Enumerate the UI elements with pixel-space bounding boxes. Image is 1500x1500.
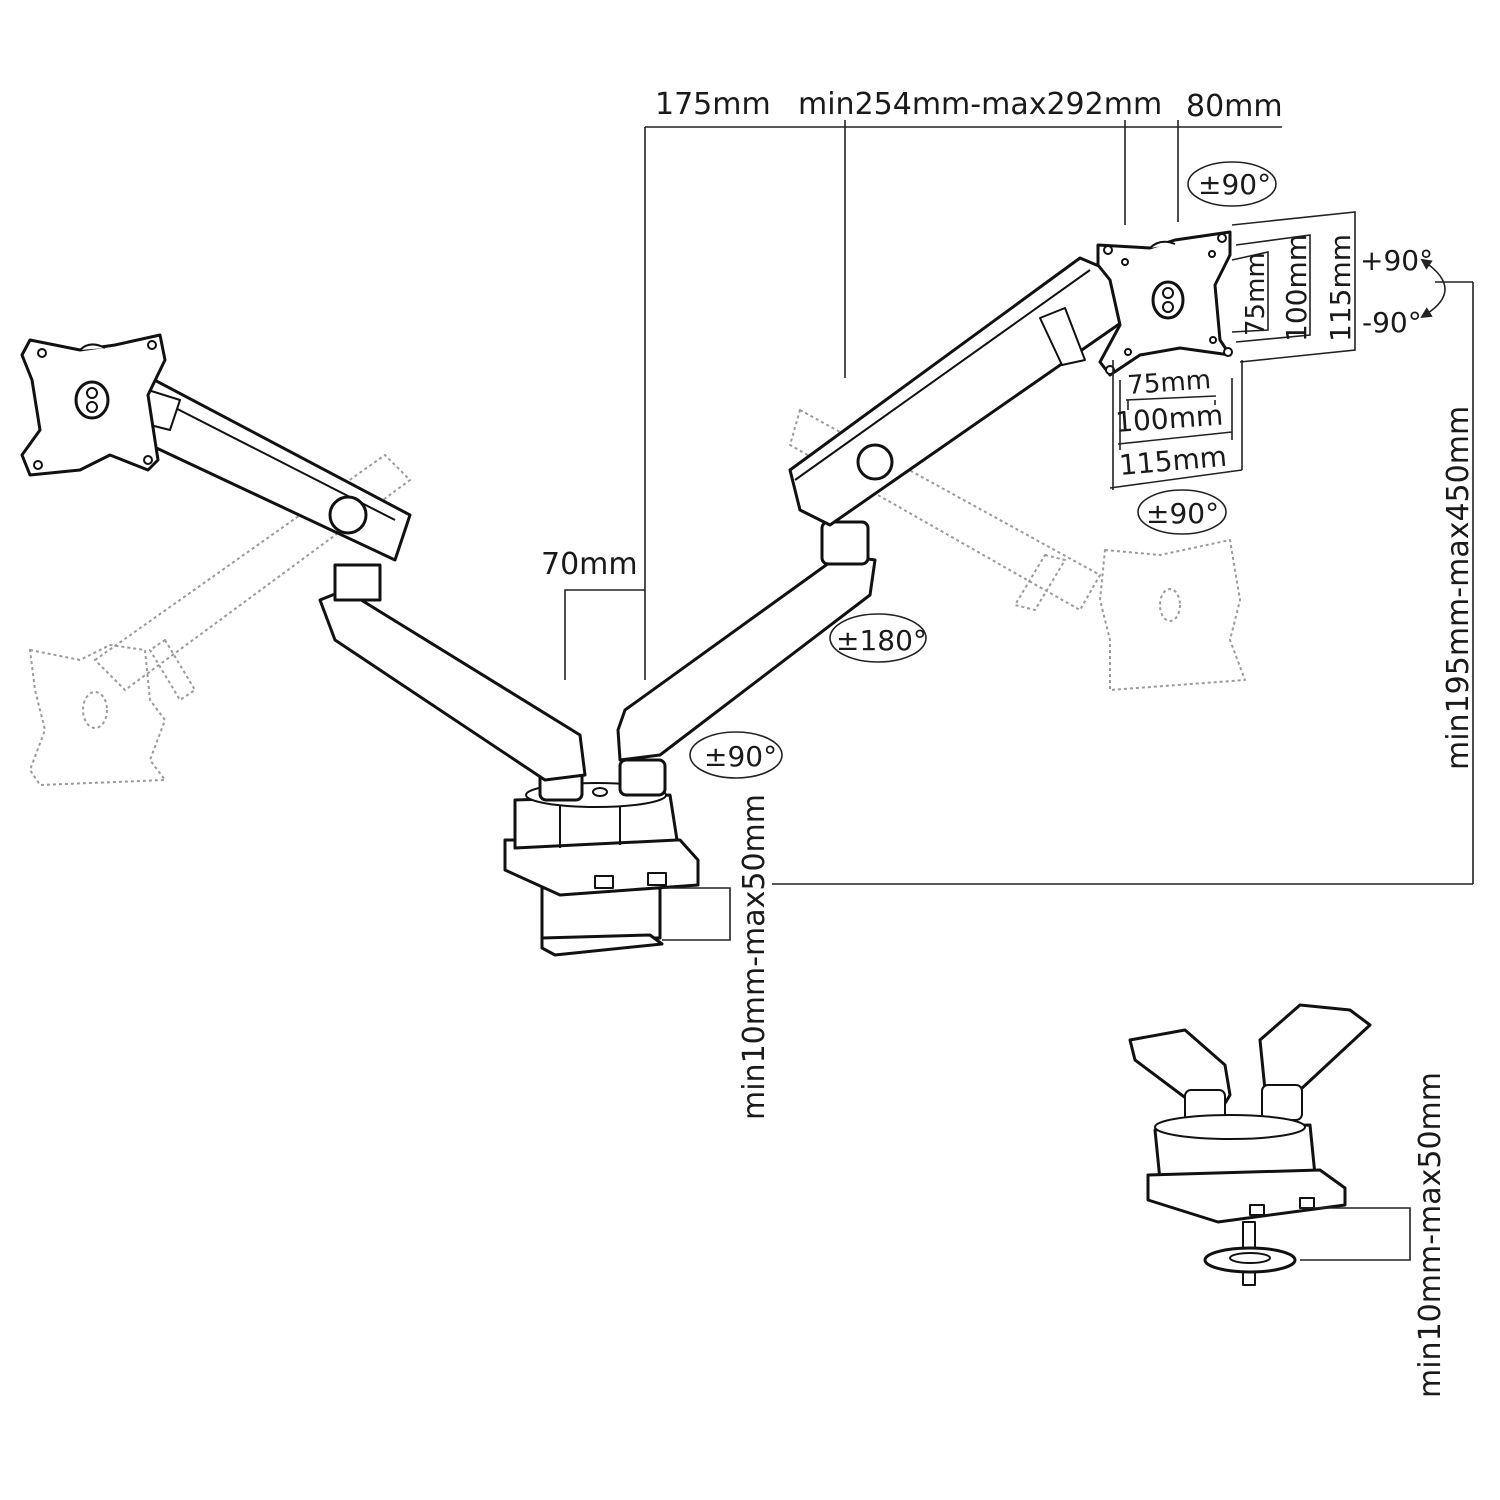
dimension-lines — [564, 120, 1474, 941]
swivel-head-label: ±90° — [1198, 168, 1271, 201]
vesa-h-115-label: 115mm — [1118, 440, 1228, 482]
height-range-label: min195mm-max450mm — [1441, 406, 1476, 770]
head-offset-label: 80mm — [1186, 89, 1283, 124]
base-arm-rotation-label: ±90° — [704, 740, 777, 773]
tilt-rotation-icon — [1420, 258, 1446, 318]
vesa-h-75-label: 75mm — [1126, 365, 1212, 401]
right-lower-arm — [616, 520, 877, 797]
labels: 175mm min254mm-max292mm 80mm 70mm min195… — [541, 87, 1476, 1398]
forearm-rotation-label: ±180° — [836, 624, 927, 657]
tilt-down-label: -90° — [1362, 306, 1422, 339]
rotation-indicators — [689, 161, 1446, 779]
rotate-head-rotation-icon — [1137, 489, 1227, 535]
vesa-v-100-label: 100mm — [1280, 234, 1313, 342]
right-vesa-plate — [1096, 230, 1233, 377]
clamp-base — [503, 782, 700, 957]
vesa-v-75-label: 75mm — [1241, 252, 1271, 336]
right-upper-arm — [788, 256, 1127, 527]
forearm-rotation-icon — [829, 613, 927, 663]
main-mount — [20, 230, 1233, 957]
swivel-head-rotation-icon — [1187, 161, 1277, 207]
ghost-positions — [29, 409, 1246, 786]
left-upper-arm — [143, 373, 412, 562]
ghost-right-arm — [789, 409, 1246, 691]
vesa-h-100-label: 100mm — [1114, 399, 1224, 439]
desk-thickness-label: min10mm-max50mm — [737, 794, 772, 1120]
pole-offset-label: 70mm — [541, 547, 638, 582]
grommet-desk-thickness-label: min10mm-max50mm — [1413, 1072, 1448, 1398]
rotate-head-label: ±90° — [1146, 497, 1219, 530]
base-arm-rotation-icon — [689, 731, 783, 779]
vesa-v-115-label: 115mm — [1324, 234, 1357, 342]
left-lower-arm — [318, 563, 587, 802]
tilt-up-label: +90° — [1360, 244, 1433, 277]
grommet-inset — [1128, 1003, 1411, 1286]
ghost-left-arm — [29, 454, 411, 786]
arm-length-label: min254mm-max292mm — [798, 87, 1162, 122]
arm-offset-label: 175mm — [655, 87, 771, 122]
left-vesa-plate — [20, 333, 167, 477]
